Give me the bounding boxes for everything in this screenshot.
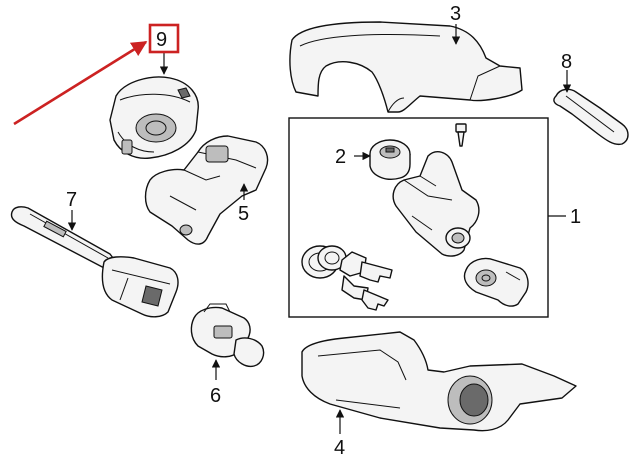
transponder-switch-module [190, 303, 265, 368]
lock-actuator [463, 257, 529, 307]
lower-steering-column-shroud [301, 331, 577, 432]
lock-cylinder-kit-box [288, 117, 549, 318]
callout-5: 5 [238, 203, 249, 225]
upper-steering-column-shroud [289, 21, 523, 113]
callout-3: 3 [450, 3, 461, 25]
callout-4: 4 [334, 437, 345, 456]
callout-9: 9 [156, 29, 167, 51]
callout-1: 1 [570, 206, 581, 228]
multifunction-switch-lever [10, 206, 179, 318]
red-arrow-icon [13, 40, 148, 126]
steering-column-cover-grip [553, 88, 629, 146]
ignition-keys [301, 245, 393, 311]
callout-6: 6 [210, 385, 221, 407]
retaining-screw [455, 123, 467, 147]
callout-9-highlight-box [148, 23, 180, 54]
leader-lines [67, 24, 572, 434]
callout-7: 7 [66, 189, 77, 211]
ignition-lock-housing [392, 151, 480, 257]
callout-8: 8 [561, 51, 572, 73]
callout-2: 2 [335, 146, 346, 168]
ignition-switch-housing [144, 135, 269, 245]
clockspring-assembly [109, 76, 199, 159]
lock-cylinder [369, 139, 411, 180]
